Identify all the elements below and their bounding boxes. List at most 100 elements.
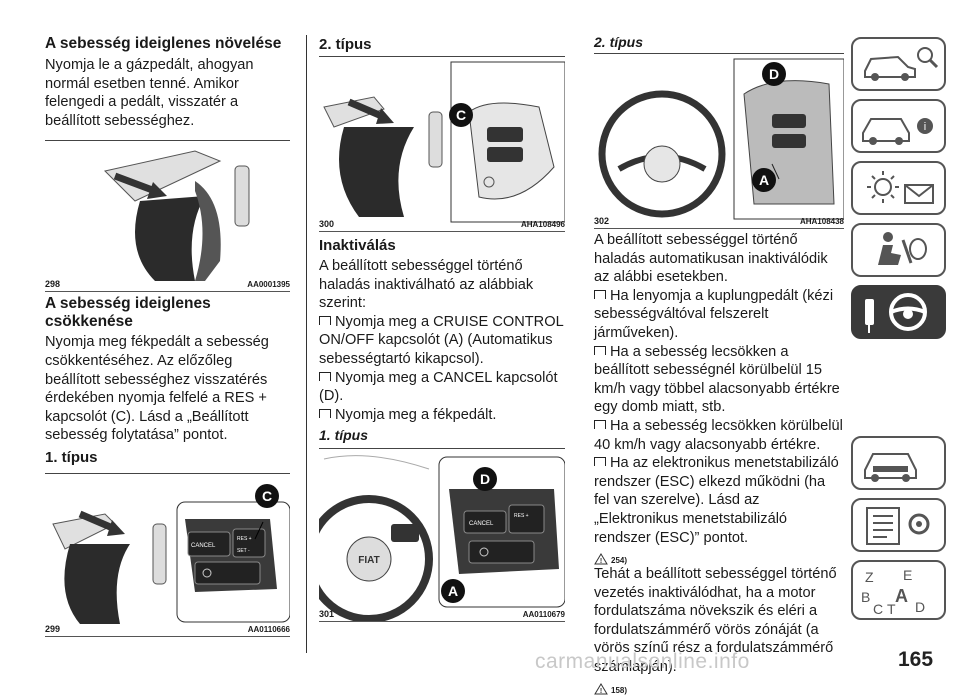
res-label: RES + [514, 513, 529, 519]
tab-steering-key[interactable] [851, 285, 946, 339]
bullet-item: Nyomja meg a CANCEL kapcsolót (D). [319, 369, 558, 405]
divider [45, 472, 290, 474]
index-letter: B [861, 589, 870, 605]
column-1: A sebesség ideiglenes növelése Nyomja le… [45, 0, 290, 637]
callout-c: C [262, 488, 272, 504]
callout-d: D [480, 471, 490, 487]
heading-speed-increase: A sebesség ideiglenes növelése [45, 35, 282, 52]
bullet-icon [594, 419, 606, 429]
heading-type-2: 2. típus [319, 36, 372, 53]
callout-a: A [759, 172, 769, 188]
warning-ref-number: 254) [611, 556, 628, 566]
heading-type-1: 1. típus [45, 448, 98, 466]
tab-warning-lights[interactable] [851, 161, 946, 215]
bullet-icon [319, 315, 331, 325]
set-label: SET - [237, 548, 250, 554]
warning-ref: ! 158) [594, 677, 844, 695]
divider [45, 140, 290, 142]
cancel-label: CANCEL [469, 521, 494, 527]
tab-car-breakdown[interactable] [851, 436, 946, 490]
steering-wheel-illustration: D A [598, 58, 844, 220]
index-letter: C [873, 601, 883, 617]
para-speed-increase: Nyomja le a gázpedált, ahogyan normál es… [45, 57, 254, 129]
bullet-icon [594, 345, 606, 355]
index-letter: A [895, 586, 908, 606]
figure-number: 301 [319, 609, 335, 620]
pedal-illustration [104, 150, 250, 282]
warning-ref: ! 254) [594, 547, 844, 565]
figure-number: 300 [319, 219, 335, 229]
figure-code: AHA108496 [520, 220, 565, 229]
bullet-item: Nyomja meg a CRUISE CONTROL ON/OFF kapcs… [319, 313, 564, 367]
bullet-icon [319, 408, 331, 418]
bullet-icon [594, 289, 606, 299]
index-letter: D [915, 599, 925, 615]
airbag-seat-icon [878, 232, 927, 265]
figure-number: 302 [594, 216, 610, 226]
figure-code: AA0110666 [247, 624, 290, 634]
figure-code: AA0001395 [247, 280, 290, 290]
watermark: carmanualsonline.info [535, 650, 750, 673]
steering-switch-illustration: CANCEL RES + SET - C [52, 483, 290, 624]
divider [319, 448, 565, 450]
steering-wheel-illustration: FIAT CANCEL RES + D A [319, 455, 565, 622]
car-breakdown-icon [864, 453, 917, 482]
column-2: 2. típus C 300 AHA108496 Inaktiválás A b… [319, 0, 565, 623]
divider [319, 56, 565, 57]
callout-c: C [456, 107, 466, 123]
svg-text:!: ! [600, 558, 602, 565]
warning-ref-number: 158) [611, 685, 628, 695]
callout-d: D [769, 66, 779, 82]
warning-lights-icon [867, 171, 934, 204]
car-info-icon [864, 47, 939, 81]
figure-299: CANCEL RES + SET - C 299 AA0110666 [45, 474, 290, 637]
heading-type-1: 1. típus [319, 427, 369, 444]
column-separator [306, 35, 307, 653]
figure-300: C 300 AHA108496 [319, 57, 565, 232]
divider [594, 53, 844, 54]
warning-triangle-icon: ! [594, 682, 608, 695]
bullet-item: Nyomja meg a fékpedált. [319, 406, 565, 425]
steering-key-icon [865, 293, 927, 333]
svg-text:!: ! [600, 688, 602, 695]
tab-airbag-seat[interactable] [851, 223, 946, 277]
figure-301: FIAT CANCEL RES + D A 301 AA0110679 [319, 449, 565, 623]
index-letter: T [887, 601, 896, 617]
figure-number: 299 [45, 623, 61, 634]
bullet-item: Ha a sebesség lecsökken a beállított seb… [594, 343, 840, 416]
res-label: RES + [237, 536, 252, 542]
bullet-item: Ha lenyomja a kuplungpedált (kézi sebess… [594, 287, 834, 341]
bullet-icon [319, 371, 331, 381]
index-letter: Z [865, 569, 874, 585]
car-settings-icon: i [862, 118, 933, 145]
callout-a: A [448, 583, 458, 599]
maintenance-list-icon [866, 507, 930, 545]
figure-code: AHA108438 [799, 217, 844, 226]
svg-text:FIAT: FIAT [358, 555, 379, 566]
figure-302: D A 302 AHA108438 [594, 54, 844, 229]
tab-alphabet-index[interactable]: Z E B A C T D [851, 560, 946, 620]
tab-car-info[interactable] [851, 37, 946, 91]
warning-triangle-icon: ! [594, 553, 608, 565]
figure-code: AA0110679 [522, 610, 565, 620]
bullet-icon [594, 457, 606, 467]
bullet-item: Ha a sebesség lecsökken körülbelül 40 km… [594, 417, 843, 453]
column-3: 2. típus D A 302 AHA108438 A beállított … [594, 0, 844, 695]
index-letter: E [903, 567, 912, 583]
heading-deactivation: Inaktiválás [319, 237, 396, 254]
alphabet-index-icon: Z E B A C T D [861, 567, 925, 617]
page-number: 165 [898, 648, 934, 671]
para-deactivation: A beállított sebességgel történő haladás… [319, 258, 534, 312]
steering-switch-illustration: C [323, 61, 565, 223]
tab-car-settings[interactable]: i [851, 99, 946, 153]
heading-speed-decrease: A sebesség ideiglenes csökkenése [45, 295, 211, 331]
para-rpm-deactivation: Tehát a beállított sebességgel történő v… [594, 566, 837, 676]
tab-maintenance[interactable] [851, 498, 946, 552]
bullet-item: Ha az elektronikus menetstabilizáló rend… [594, 455, 839, 546]
para-speed-decrease: Nyomja meg fékpedált a sebesség csökkent… [45, 334, 269, 444]
figure-298: 298 AA0001395 [45, 141, 290, 293]
svg-text:i: i [924, 121, 926, 133]
figure-number: 298 [45, 279, 61, 290]
heading-type-2: 2. típus [594, 34, 644, 50]
cancel-label: CANCEL [191, 543, 216, 549]
